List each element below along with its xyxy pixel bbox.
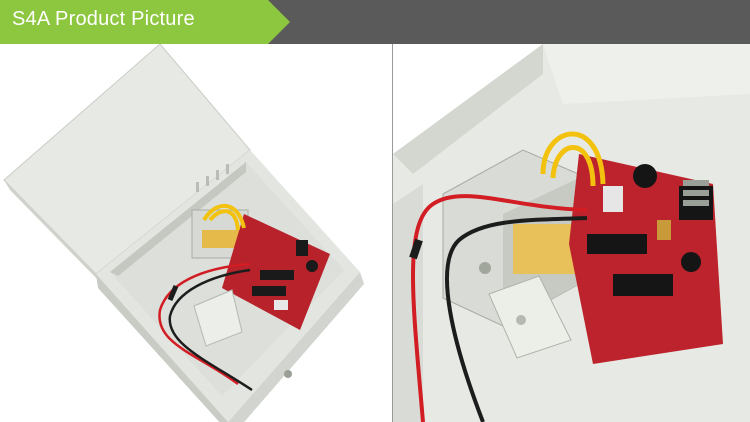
product-photo-left (0, 44, 392, 422)
product-photo-right (393, 44, 750, 422)
title-tab: S4A Product Picture (0, 0, 290, 44)
page-title: S4A Product Picture (12, 8, 195, 30)
photo-divider (392, 44, 393, 422)
